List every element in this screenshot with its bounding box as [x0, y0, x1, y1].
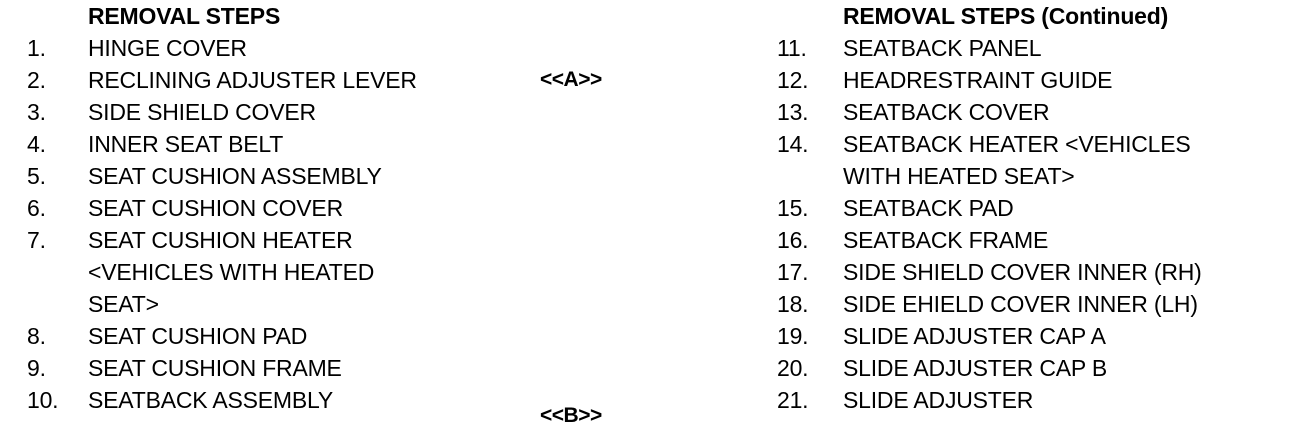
- step-row: 5. SEAT CUSHION ASSEMBLY: [0, 160, 760, 192]
- step-number: 14.: [777, 131, 809, 157]
- step-text: SLIDE ADJUSTER CAP B: [843, 355, 1107, 381]
- step-row: 16. SEATBACK FRAME: [760, 224, 1312, 256]
- step-number: 10.: [27, 387, 59, 413]
- step-row: 6. SEAT CUSHION COVER: [0, 192, 760, 224]
- removal-steps-column-right: REMOVAL STEPS (Continued) 11. SEATBACK PA…: [760, 0, 1312, 416]
- step-number: 19.: [777, 323, 809, 349]
- step-text: SEATBACK HEATER <VEHICLES: [843, 131, 1191, 157]
- left-steps-list: 1. HINGE COVER 2. RECLINING ADJUSTER LEVER 3…: [0, 32, 760, 416]
- step-number: 15.: [777, 195, 809, 221]
- step-row: 9. SEAT CUSHION FRAME: [0, 352, 760, 384]
- step-row: 15. SEATBACK PAD: [760, 192, 1312, 224]
- step-row: 7. SEAT CUSHION HEATER: [0, 224, 760, 256]
- step-number: 12.: [777, 67, 809, 93]
- callout-marker-a: <<A>>: [540, 68, 602, 91]
- step-text: SEATBACK FRAME: [843, 227, 1049, 253]
- step-number: 13.: [777, 99, 809, 125]
- step-text: <VEHICLES WITH HEATED: [88, 259, 375, 285]
- step-number: 17.: [777, 259, 809, 285]
- right-column-header: REMOVAL STEPS (Continued): [843, 3, 1169, 29]
- step-row: 2. RECLINING ADJUSTER LEVER: [0, 64, 760, 96]
- step-continuation-line: WITH HEATED SEAT>: [760, 160, 1312, 192]
- step-text: SIDE SHIELD COVER: [88, 99, 316, 125]
- step-text: SEAT CUSHION ASSEMBLY: [88, 163, 382, 189]
- step-number: 9.: [27, 355, 46, 381]
- step-number: 6.: [27, 195, 46, 221]
- step-row: 19. SLIDE ADJUSTER CAP A: [760, 320, 1312, 352]
- step-row: 10. SEATBACK ASSEMBLY: [0, 384, 760, 416]
- step-row: 8. SEAT CUSHION PAD: [0, 320, 760, 352]
- step-number: 5.: [27, 163, 46, 189]
- step-text: SEAT CUSHION PAD: [88, 323, 308, 349]
- step-text: RECLINING ADJUSTER LEVER: [88, 67, 417, 93]
- step-number: 16.: [777, 227, 809, 253]
- callout-marker-b: <<B>>: [540, 404, 602, 427]
- step-text: SIDE EHIELD COVER INNER (LH): [843, 291, 1198, 317]
- step-row: 13. SEATBACK COVER: [760, 96, 1312, 128]
- step-text: SLIDE ADJUSTER: [843, 387, 1034, 413]
- step-row: 14. SEATBACK HEATER <VEHICLES: [760, 128, 1312, 160]
- step-row: 4. INNER SEAT BELT: [0, 128, 760, 160]
- step-number: 18.: [777, 291, 809, 317]
- step-row: 18. SIDE EHIELD COVER INNER (LH): [760, 288, 1312, 320]
- step-text: SEATBACK ASSEMBLY: [88, 387, 334, 413]
- step-number: 11.: [777, 35, 807, 61]
- step-row: 3. SIDE SHIELD COVER: [0, 96, 760, 128]
- step-continuation-line: SEAT>: [0, 288, 760, 320]
- step-text: SEAT CUSHION FRAME: [88, 355, 342, 381]
- step-text: SIDE SHIELD COVER INNER (RH): [843, 259, 1202, 285]
- step-text: WITH HEATED SEAT>: [843, 163, 1075, 189]
- step-text: SEATBACK PANEL: [843, 35, 1042, 61]
- step-text: SEAT>: [88, 291, 159, 317]
- step-text: HINGE COVER: [88, 35, 247, 61]
- step-row: 12. HEADRESTRAINT GUIDE: [760, 64, 1312, 96]
- step-number: 4.: [27, 131, 46, 157]
- step-text: SLIDE ADJUSTER CAP A: [843, 323, 1106, 349]
- step-row: 17. SIDE SHIELD COVER INNER (RH): [760, 256, 1312, 288]
- left-column-header: REMOVAL STEPS: [88, 3, 281, 29]
- step-text: SEATBACK COVER: [843, 99, 1050, 125]
- step-row: 20. SLIDE ADJUSTER CAP B: [760, 352, 1312, 384]
- step-text: SEAT CUSHION HEATER: [88, 227, 353, 253]
- step-text: SEAT CUSHION COVER: [88, 195, 343, 221]
- step-text: SEATBACK PAD: [843, 195, 1014, 221]
- step-text: INNER SEAT BELT: [88, 131, 284, 157]
- removal-steps-column-left: REMOVAL STEPS 1. HINGE COVER 2. RECLINING A…: [0, 3, 760, 416]
- step-number: 2.: [27, 67, 46, 93]
- step-number: 20.: [777, 355, 809, 381]
- step-text: HEADRESTRAINT GUIDE: [843, 67, 1113, 93]
- step-number: 21.: [777, 387, 809, 413]
- step-continuation-line: <VEHICLES WITH HEATED: [0, 256, 760, 288]
- step-row: 21. SLIDE ADJUSTER: [760, 384, 1312, 416]
- step-row: 1. HINGE COVER: [0, 32, 760, 64]
- step-number: 8.: [27, 323, 46, 349]
- step-number: 7.: [27, 227, 46, 253]
- step-number: 3.: [27, 99, 46, 125]
- step-row: 11. SEATBACK PANEL: [760, 32, 1312, 64]
- step-number: 1.: [27, 35, 46, 61]
